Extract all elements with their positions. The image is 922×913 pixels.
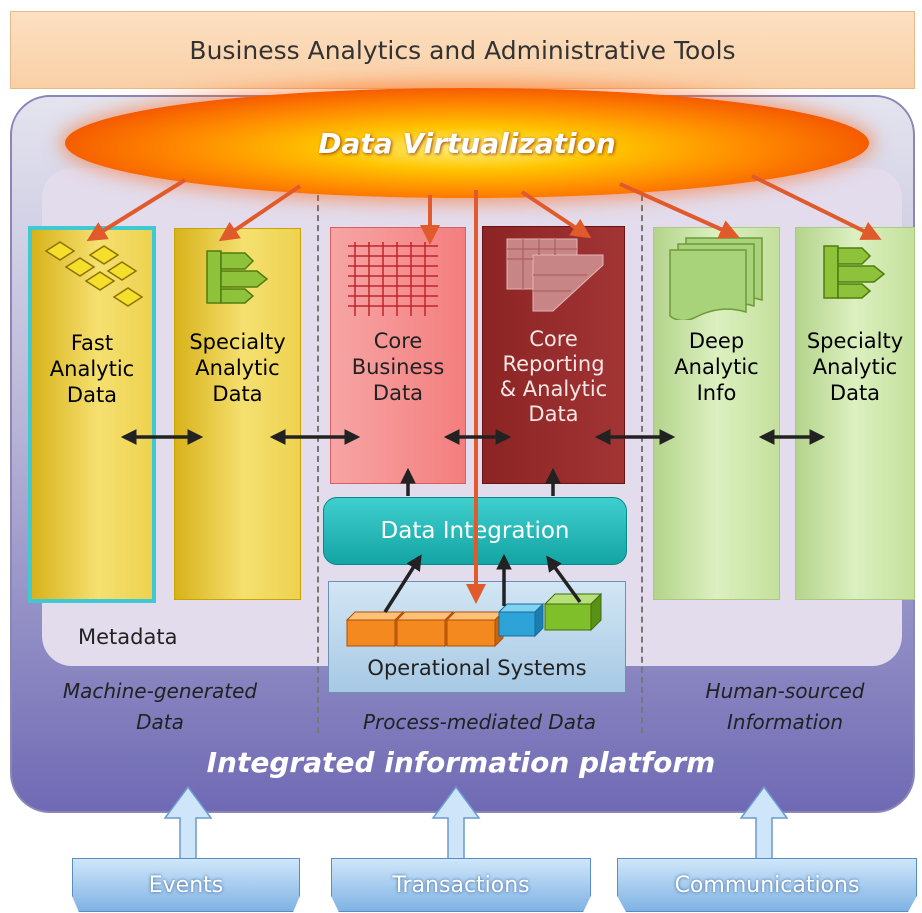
store-specialty-analytic-right: Specialty Analytic Data xyxy=(795,227,915,600)
category-machine-generated: Machine-generated Data xyxy=(62,679,258,734)
data-virtualization-ellipse: Data Virtualization xyxy=(65,88,869,198)
reporting-sheets-icon xyxy=(506,238,604,312)
source-up-arrow xyxy=(739,785,789,861)
store-deep-analytic: Deep Analytic Info xyxy=(653,227,780,600)
virtualization-arrow xyxy=(619,182,740,239)
store-label: Fast Analytic Data xyxy=(49,331,135,407)
ops-to-integration-arrow xyxy=(546,555,582,604)
ops-to-integration-arrow xyxy=(383,554,422,613)
virtualization-arrow xyxy=(520,190,592,239)
category-human-sourced: Human-sourced Information xyxy=(705,679,865,734)
store-fast-analytic: Fast Analytic Data xyxy=(28,226,156,603)
source-label: Transactions xyxy=(392,872,530,898)
tools-bar: Business Analytics and Administrative To… xyxy=(10,11,915,89)
store-label: Deep Analytic Info xyxy=(674,329,759,405)
source-up-arrow xyxy=(431,785,481,861)
divider-left xyxy=(317,185,319,733)
operational-systems-label: Operational Systems xyxy=(367,656,587,680)
virtualization-arrow xyxy=(751,174,882,240)
metadata-label: Metadata xyxy=(78,625,178,649)
documents-stack-icon xyxy=(669,237,763,320)
category-process-mediated: Process-mediated Data xyxy=(362,710,597,734)
stacked-bars-icon xyxy=(823,245,886,299)
store-label: Specialty Analytic Data xyxy=(806,329,904,405)
store-label: Specialty Analytic Data xyxy=(189,330,286,406)
virtualization-arrow xyxy=(218,184,302,242)
operational-blocks-icon xyxy=(345,592,603,648)
diamond-grid-icon xyxy=(44,241,144,307)
source-label: Events xyxy=(148,872,224,898)
store-specialty-analytic-left: Specialty Analytic Data xyxy=(174,228,301,600)
store-label: Core Reporting & Analytic Data xyxy=(499,327,608,426)
stacked-bars-icon xyxy=(206,250,269,304)
store-label: Core Business Data xyxy=(351,329,445,405)
grid-icon xyxy=(348,242,438,316)
source-label: Communications xyxy=(674,872,860,898)
source-transactions: Transactions xyxy=(331,858,591,912)
virtualization-arrow xyxy=(86,178,187,242)
platform-label: Integrated information platform xyxy=(206,746,716,779)
source-events: Events xyxy=(72,858,300,912)
source-communications: Communications xyxy=(617,858,917,912)
source-up-arrow xyxy=(163,785,213,861)
tools-bar-title: Business Analytics and Administrative To… xyxy=(189,35,736,65)
divider-right xyxy=(641,185,643,733)
data-virtualization-label: Data Virtualization xyxy=(318,126,616,160)
